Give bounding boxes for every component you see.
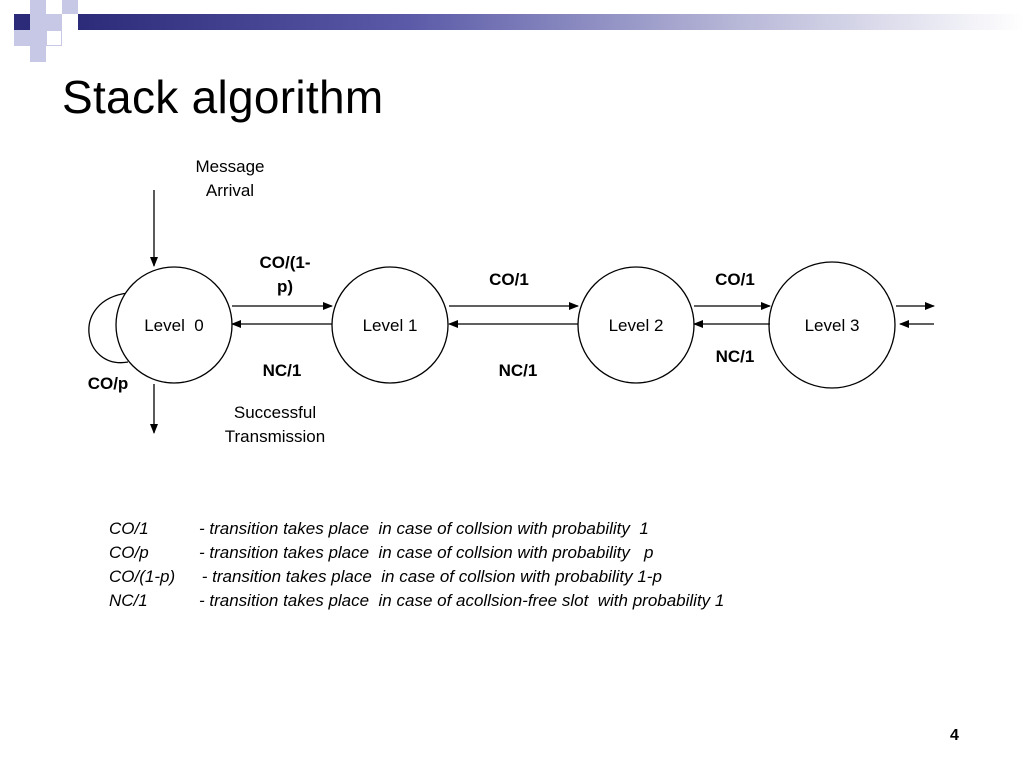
legend-text: - transition takes place in case of coll… <box>199 519 649 538</box>
edge-label-l1-l2: CO/1 <box>489 270 529 289</box>
message-arrival-line-2: Arrival <box>206 181 254 200</box>
edge-label-l0-l1-line-2: p) <box>277 277 293 296</box>
edge-label-l2-l3: CO/1 <box>715 270 755 289</box>
legend-key: CO/(1-p) <box>109 567 176 586</box>
level-3-node <box>768 261 896 389</box>
slide-title: Stack algorithm <box>62 71 384 123</box>
self-loop-arc <box>88 292 129 364</box>
edge-label-l2-l1: NC/1 <box>499 361 538 380</box>
page-number: 4 <box>950 727 959 744</box>
level-3-label: Level 3 <box>805 316 860 335</box>
message-arrival-line-1: Message <box>196 157 265 176</box>
legend-row-co1p: CO/(1-p) - transition takes place in cas… <box>109 565 724 589</box>
edge-label-l0-l1-line-1: CO/(1- <box>260 253 311 272</box>
edge-label-l1-l0: NC/1 <box>263 361 302 380</box>
legend-row-co1: CO/1 - transition takes place in case of… <box>109 517 724 541</box>
legend-row-cop: CO/p - transition takes place in case of… <box>109 541 724 565</box>
legend-key: CO/1 <box>109 519 149 538</box>
successful-transmission-line-1: Successful <box>234 403 316 422</box>
corner-decoration <box>0 0 80 80</box>
level-0-label: Level 0 <box>144 316 204 335</box>
level-1-label: Level 1 <box>363 316 418 335</box>
edge-label-l3-l2: NC/1 <box>716 347 755 366</box>
legend-key: CO/p <box>109 543 149 562</box>
self-loop-label: CO/p <box>88 374 129 393</box>
level-2-label: Level 2 <box>609 316 664 335</box>
legend-text: - transition takes place in case of coll… <box>199 543 654 562</box>
legend-key: NC/1 <box>109 591 148 610</box>
legend-text: - transition takes place in case of acol… <box>199 591 725 610</box>
legend: CO/1 - transition takes place in case of… <box>109 517 724 613</box>
header-gradient-bar <box>78 14 1024 30</box>
legend-row-nc1: NC/1 - transition takes place in case of… <box>109 589 724 613</box>
successful-transmission-line-2: Transmission <box>225 427 325 446</box>
legend-text: - transition takes place in case of coll… <box>197 567 662 586</box>
